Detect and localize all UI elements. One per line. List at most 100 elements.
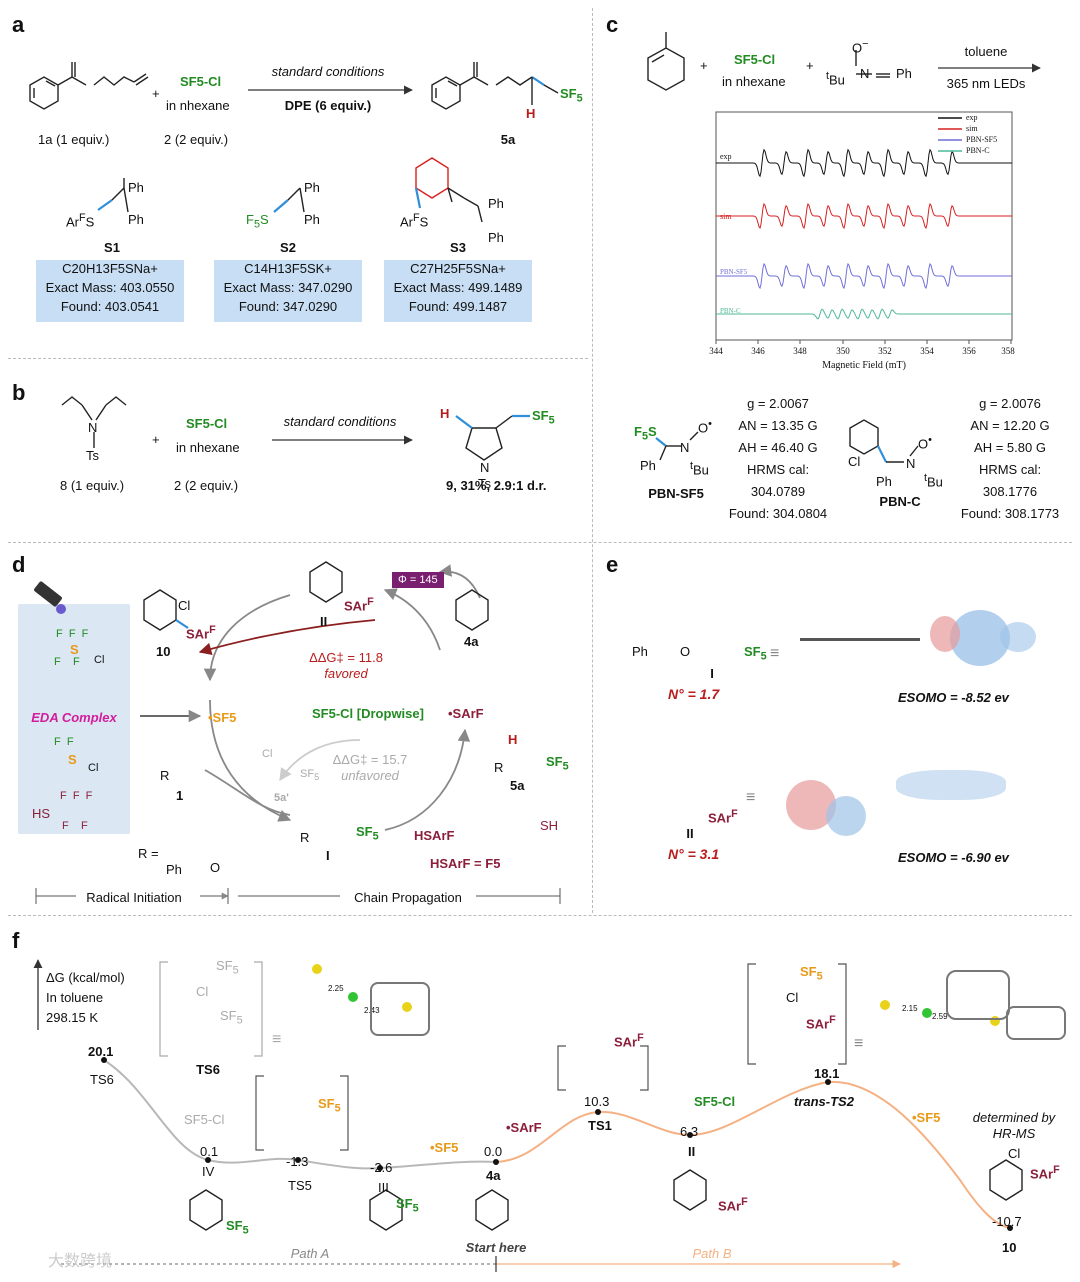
reagent-solvent-b: in nhexane (176, 440, 240, 455)
ph-s3-top: Ph (488, 196, 504, 211)
pbn-sf5-found: Found: 304.0804 (728, 506, 828, 521)
arrow-c-top: toluene (964, 44, 1008, 59)
eda-cl-top: Cl (94, 654, 105, 666)
pt-10: 10 (1002, 1240, 1017, 1255)
ts2-dist-a: 2.15 (902, 1004, 918, 1013)
dII-sarf: SArF (344, 596, 374, 614)
plus-a: + (152, 86, 160, 101)
sf5-radical-f-left: •SF5 (430, 1140, 459, 1155)
ph-s2-top: Ph (304, 180, 320, 195)
sf5-9: SF5 (532, 408, 555, 427)
pt-iv: IV (202, 1164, 215, 1179)
epr-ticks (715, 340, 1012, 344)
orbital-II-image (776, 760, 1046, 850)
sf5cl-right: SF5-Cl (694, 1094, 736, 1109)
n-8: N (88, 420, 98, 435)
mass-exact-s3: Exact Mass: 499.1489 (393, 279, 523, 295)
watermark: 大数跨境 (48, 1253, 113, 1270)
panel-letter-f: f (12, 928, 20, 953)
arf-s1: ArFS (66, 212, 95, 230)
e-sarf: SArF (708, 808, 738, 826)
vertical-divider-top (592, 8, 593, 913)
path-b-curve (495, 1080, 1011, 1229)
eda-complex-box (18, 604, 130, 834)
label-9: 9, 31%, 2.9:1 d.r. (446, 478, 546, 494)
plus-c1: + (700, 58, 708, 73)
ts2-cl: Cl (786, 990, 799, 1005)
label-I-d: I (326, 848, 330, 863)
f-structures (189, 1159, 1023, 1231)
iii-sf5: SF5 (396, 1196, 419, 1215)
pbn-sf5-ph: Ph (640, 458, 656, 473)
unfavored-label: unfavored (341, 768, 399, 783)
trace-sim (716, 202, 1012, 230)
ts6-sf5-ring: SF5 (220, 1008, 243, 1027)
d-bottom-legend (35, 888, 561, 904)
panel-letter-a: a (12, 12, 25, 37)
epr-frame (715, 111, 1013, 341)
hsar-d: HSArF (414, 828, 455, 843)
x-axis-label: Magnetic Field (mT) (822, 360, 906, 371)
trace-pbn-c (716, 308, 1012, 320)
trace-label-sim: sim (720, 212, 732, 221)
pbn-c-cal: 308.1776 (982, 484, 1038, 499)
d10-sarf: SArF (186, 624, 216, 642)
d5a-h: H (508, 732, 518, 747)
arrow-a-bottom: DPE (6 equiv.) (284, 98, 372, 113)
ph-s1-top: Ph (128, 180, 144, 195)
pbn-c-ph: Ph (876, 474, 892, 489)
sf5-radical-f-right: •SF5 (912, 1110, 941, 1125)
arrow-c-bottom: 365 nm LEDs (946, 76, 1026, 91)
pbn-sf5-tbu: tBu (690, 460, 709, 478)
val-iv: 0.1 (200, 1144, 219, 1159)
pt-ts6: TS6 (90, 1072, 114, 1087)
mass-found-s1: Found: 403.0541 (60, 298, 160, 314)
label-1a: 1a (1 equiv.) (38, 132, 110, 147)
val-iii: -2.6 (370, 1160, 393, 1175)
trace-label-pbn-c: PBN-C (720, 307, 741, 315)
structure-8 (61, 396, 127, 448)
ddg-unfavored: ΔΔG‡ = 15.7 (332, 752, 408, 767)
f-ts-brackets (159, 961, 847, 1151)
ts2-3d-model (866, 956, 1066, 1056)
pbn-sf5-ah: AH = 46.40 G (738, 440, 818, 455)
esomo-I: ESOMO = -8.52 ev (898, 690, 1009, 705)
sf5-5a: SF5 (560, 86, 583, 105)
structure-5a (431, 62, 559, 110)
hsar-def: HSArF = F5 (430, 856, 501, 871)
pt-4a: 4a (486, 1168, 501, 1183)
start-here-label: Start here (465, 1240, 527, 1255)
ph-s1-bot: Ph (128, 212, 144, 227)
pbn-n: N (860, 66, 870, 81)
ts2-dist-b: 2.59 (932, 1012, 948, 1021)
hsar-def-sh: SH (540, 818, 559, 833)
sf5cl-dropwise: SF5-Cl [Dropwise] (312, 706, 424, 721)
label-5a-prime: 5a' (274, 792, 289, 804)
r-def-o: O (210, 860, 221, 875)
pbn-c-tbu: tBu (924, 472, 943, 490)
label-9-text: 9, 31%, 2.9:1 d.r. (446, 478, 547, 493)
arrow-a-top: standard conditions (271, 64, 385, 79)
pbn-sf5-n: N (680, 440, 690, 455)
cycle-arrows (140, 564, 481, 831)
orbital-I-image (800, 598, 1064, 678)
pt-ts2: trans-TS2 (794, 1094, 854, 1109)
tick-346: 346 (751, 346, 765, 356)
r-def-ph: Ph (166, 862, 182, 877)
pbn-c-g: g = 2.0076 (979, 396, 1041, 411)
ts2-sf5: SF5 (800, 964, 823, 983)
ts6-dist-a: 2.25 (328, 984, 344, 993)
dI-sf5: SF5 (356, 824, 379, 843)
label-2-b: 2 (2 equiv.) (174, 478, 239, 493)
pbn-ph: Ph (896, 66, 912, 81)
determined-by: determined by (972, 1110, 1056, 1125)
mass-box-s3: C27H25F5SNa+ Exact Mass: 499.1489 Found:… (384, 260, 532, 322)
eda-f-bot: F F (54, 736, 74, 748)
eda-s-bot: S (68, 752, 77, 767)
d5a-r: R (494, 760, 504, 775)
ts2-equiv: ≡ (854, 1035, 864, 1052)
trace-pbn-sf5 (716, 262, 1012, 290)
pbn-c-an: AN = 12.20 G (970, 418, 1050, 433)
ts1-sarf: SArF (614, 1032, 644, 1050)
trace-label-pbn-sf5: PBN-SF5 (720, 268, 748, 276)
